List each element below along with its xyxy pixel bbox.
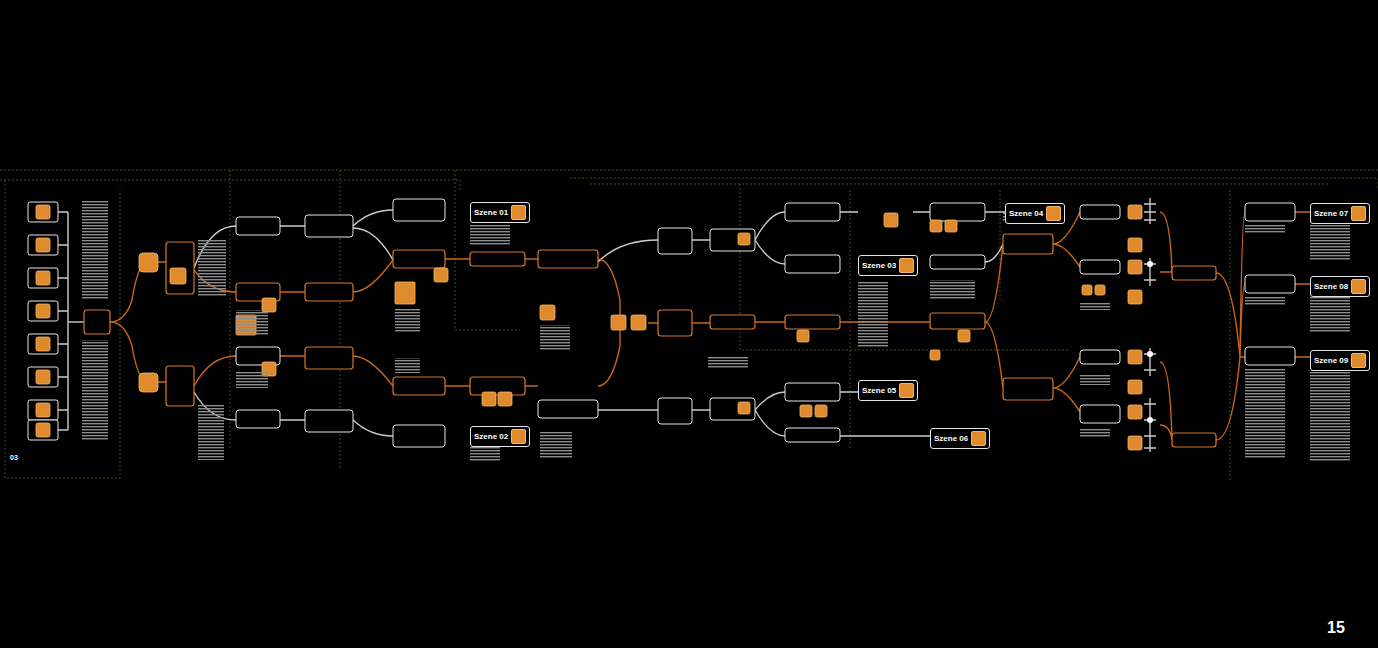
scene-box: Szene 04 — [1005, 203, 1065, 224]
scene-title: Szene 06 — [934, 434, 968, 443]
scene-icon — [1046, 206, 1061, 221]
scene-box: Szene 09 — [1310, 350, 1370, 371]
section-number: 03 — [10, 454, 18, 461]
scene-title: Szene 08 — [1314, 282, 1348, 291]
scene-icon — [899, 383, 914, 398]
page-number: 15 — [1327, 619, 1345, 637]
scene-title: Szene 02 — [474, 432, 508, 441]
scene-icon — [971, 431, 986, 446]
scene-icon — [1351, 353, 1366, 368]
scene-title: Szene 04 — [1009, 209, 1043, 218]
scene-box: Szene 02 — [470, 426, 530, 447]
scene-icon — [1351, 206, 1366, 221]
scene-icon — [899, 258, 914, 273]
scene-box: Szene 01 — [470, 202, 530, 223]
scene-title: Szene 05 — [862, 386, 896, 395]
scene-icon — [511, 429, 526, 444]
scene-title: Szene 01 — [474, 208, 508, 217]
scene-box: Szene 08 — [1310, 276, 1370, 297]
scene-title: Szene 07 — [1314, 209, 1348, 218]
scene-icon — [511, 205, 526, 220]
scene-box: Szene 03 — [858, 255, 918, 276]
scene-title: Szene 03 — [862, 261, 896, 270]
scene-box: Szene 07 — [1310, 203, 1370, 224]
scene-box: Szene 05 — [858, 380, 918, 401]
scene-icon — [1351, 279, 1366, 294]
scene-box: Szene 06 — [930, 428, 990, 449]
scene-title: Szene 09 — [1314, 356, 1348, 365]
